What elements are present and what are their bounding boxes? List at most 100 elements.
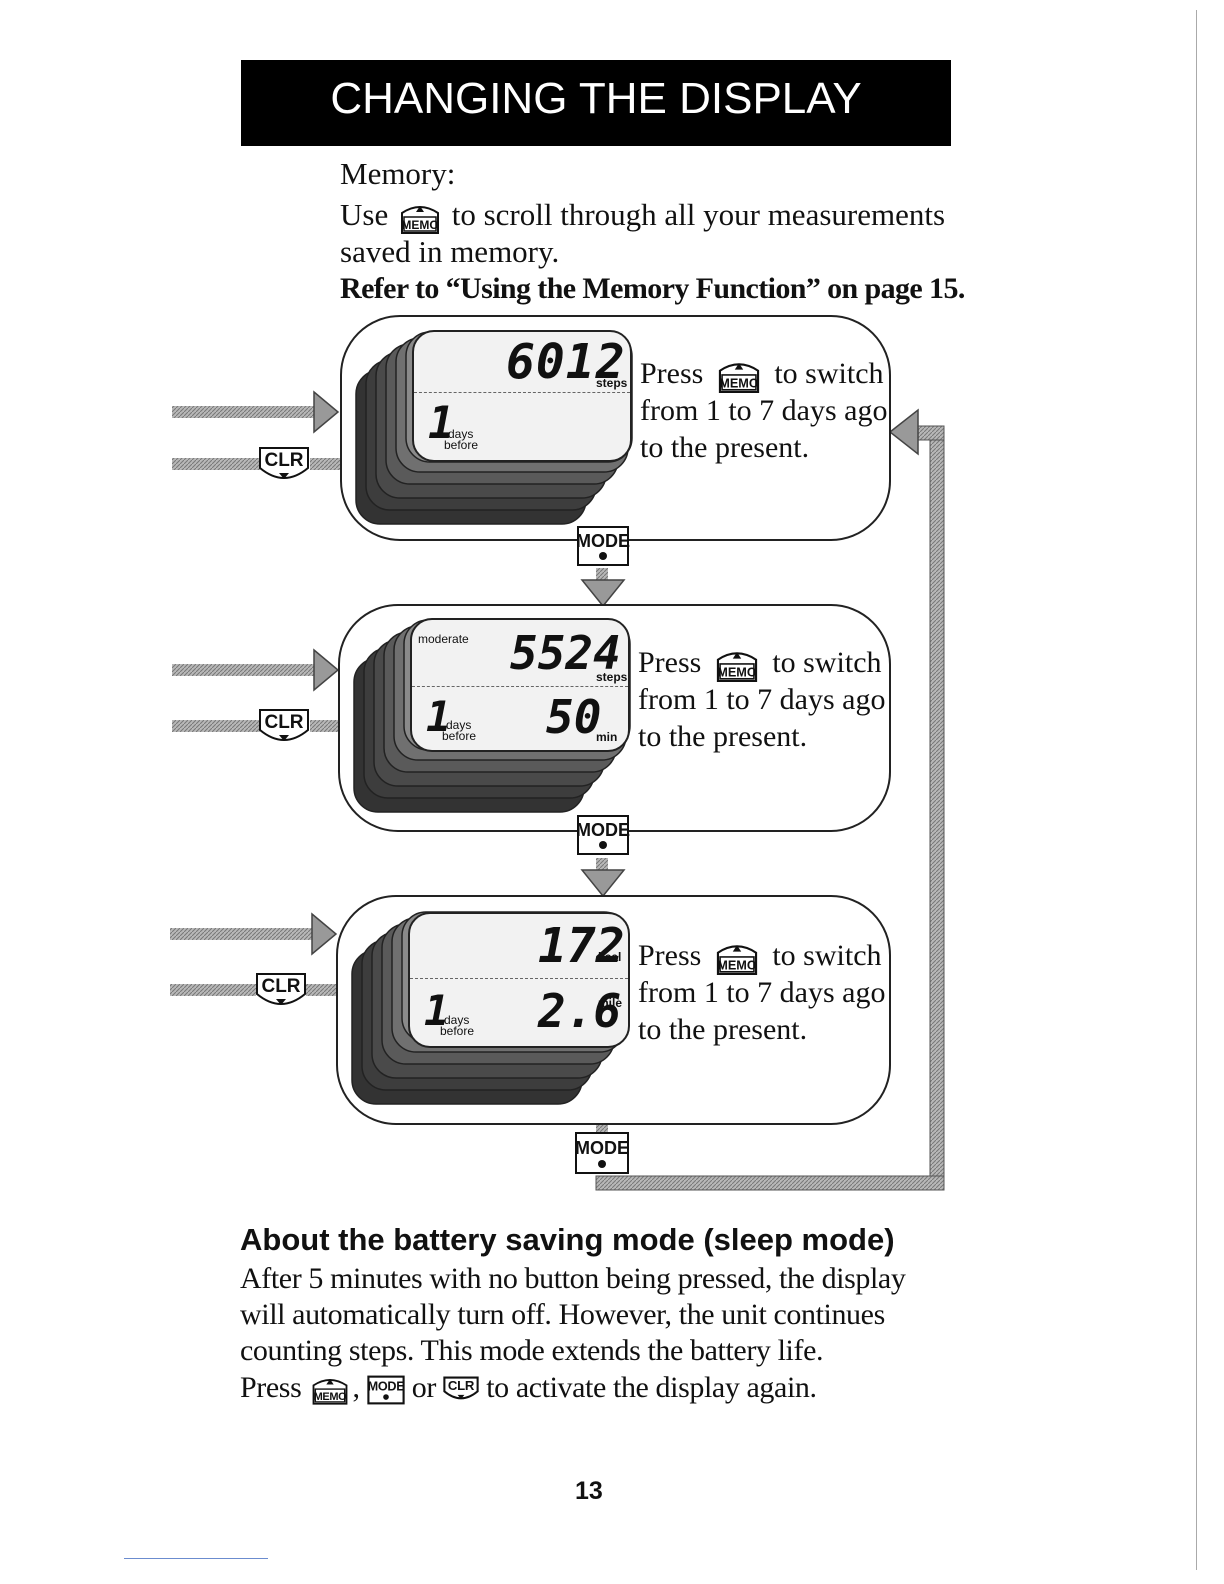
clr-button-icon: CLR [255, 972, 307, 1012]
instruction-press-text: Press [638, 646, 702, 679]
lcd-divider-2 [412, 686, 628, 687]
memo-button-icon: MEMO [716, 652, 757, 683]
lcd-divider-1 [414, 392, 630, 393]
return-arrowhead [888, 408, 919, 456]
intro-scroll-text: to scroll through all your measurements [451, 197, 946, 232]
mode-button-icon: MODE [576, 814, 630, 856]
intro-line-2: saved in memory. [340, 234, 560, 269]
instruction-switch-text: to switch [774, 357, 884, 390]
intro-use-text: Use [340, 197, 389, 232]
battery-press-text: Press [240, 1371, 302, 1404]
clr-line-3 [170, 984, 256, 996]
down-arrowhead-1 [580, 579, 626, 608]
battery-activate-text: to activate the display again. [486, 1371, 817, 1404]
lcd-aerobic-steps-unit: steps [596, 670, 628, 684]
svg-text:MEMO: MEMO [717, 666, 757, 680]
left-arrowhead-2 [313, 648, 340, 692]
lcd-day-value: 1 [426, 692, 452, 741]
lcd-minutes-value: 50 [546, 690, 602, 744]
panel-1-instruction-line-1: Press MEMO to switch [640, 355, 884, 394]
panel-3-instruction-line-3: to the present. [638, 1013, 808, 1046]
lcd-days-label: days [446, 718, 472, 732]
clr-line-3b [306, 984, 336, 996]
panel-1-instruction-line-3: to the present. [640, 431, 810, 464]
svg-text:MEMO: MEMO [401, 218, 438, 232]
clr-line-1 [172, 458, 260, 470]
memo-button-icon: MEMO [313, 1379, 348, 1405]
battery-line-2: will automatically turn off. However, th… [240, 1298, 885, 1331]
panel-2-instruction-line-2: from 1 to 7 days ago [638, 683, 886, 716]
left-arrowhead-3 [311, 912, 338, 956]
lcd-screen-1: 6012 steps 1 days before [412, 330, 632, 462]
memo-button-icon: MEMO [400, 205, 439, 234]
svg-text:CLR: CLR [448, 1378, 475, 1393]
page-edge-line [1196, 10, 1197, 1570]
panel-3-instruction-line-2: from 1 to 7 days ago [638, 976, 886, 1009]
instruction-switch-text: to switch [772, 939, 882, 972]
battery-line-4: Press MEMO , MODE or CLR to activate the… [240, 1370, 817, 1406]
clr-button-icon: CLR [443, 1376, 479, 1400]
battery-or-text: or [411, 1371, 437, 1404]
instruction-press-text: Press [640, 357, 704, 390]
clr-line-1b [310, 458, 340, 470]
battery-line-1: After 5 minutes with no button being pre… [240, 1262, 906, 1295]
bottom-margin-line [124, 1558, 268, 1559]
lcd-distance-unit: mile [598, 996, 623, 1010]
clr-button-icon: CLR [258, 446, 310, 486]
svg-text:MODE: MODE [576, 531, 630, 551]
svg-text:CLR: CLR [264, 712, 303, 733]
lcd-calories-value: 172 [538, 918, 625, 974]
lcd-minutes-unit: min [596, 730, 618, 744]
lcd-aerobic-steps-value: 5524 [510, 626, 621, 680]
svg-text:CLR: CLR [264, 450, 303, 471]
memo-button-icon: MEMO [716, 945, 757, 976]
instruction-switch-text: to switch [772, 646, 882, 679]
svg-text:CLR: CLR [261, 976, 300, 997]
panel-2-instruction-line-1: Press MEMO to switch [638, 644, 882, 683]
mode-button-icon: MODE [574, 1131, 630, 1175]
svg-text:MODE: MODE [576, 820, 630, 840]
svg-text:MEMO: MEMO [717, 959, 757, 973]
lcd-screen-3: 172 kcal 1 days before 2.6 mile [408, 912, 630, 1048]
lcd-days-label: days [444, 1013, 470, 1027]
lcd-steps-unit: steps [596, 376, 628, 390]
panel-2-instruction-line-3: to the present. [638, 720, 808, 753]
lcd-distance-value: 2.6 [538, 984, 622, 1038]
lcd-moderate-label: moderate [418, 632, 469, 646]
lcd-before-label: before [444, 438, 479, 452]
left-arrow-1-line [172, 406, 316, 418]
svg-text:MEMO: MEMO [719, 377, 759, 391]
clr-button-icon: CLR [258, 708, 310, 748]
battery-line-3: counting steps. This mode extends the ba… [240, 1334, 824, 1367]
memo-button-icon: MEMO [718, 363, 759, 394]
down-line-1b [596, 568, 608, 582]
down-line-2b [596, 858, 608, 872]
clr-line-2b [310, 720, 340, 732]
left-arrow-2-line [172, 664, 316, 676]
lcd-days-label: days [448, 427, 474, 441]
return-line-horizontal [595, 1175, 945, 1191]
lcd-calories-unit: kcal [598, 950, 622, 964]
page-reference: Refer to “Using the Memory Function” on … [340, 272, 965, 305]
left-arrowhead-1 [313, 390, 340, 434]
intro-line-1: Use MEMO to scroll through all your meas… [340, 197, 945, 235]
down-arrowhead-2 [580, 869, 626, 898]
svg-text:MODE: MODE [575, 1138, 629, 1158]
svg-text:MEMO: MEMO [314, 1391, 348, 1403]
title-bar: CHANGING THE DISPLAY [241, 60, 951, 146]
battery-comma: , [352, 1371, 360, 1404]
lcd-before-label: before [440, 1024, 475, 1038]
lcd-day-value: 1 [428, 398, 455, 449]
lcd-before-label: before [442, 729, 477, 743]
lcd-steps-value: 6012 [506, 334, 626, 390]
page-number: 13 [575, 1477, 603, 1505]
left-arrow-3-line [170, 928, 314, 940]
svg-text:MODE: MODE [367, 1380, 404, 1394]
mode-button-icon: MODE [367, 1375, 404, 1405]
mode-button-icon: MODE [576, 525, 630, 567]
lcd-divider-3 [410, 978, 628, 979]
panel-3-instruction-line-1: Press MEMO to switch [638, 937, 882, 976]
return-line-vertical [929, 425, 945, 1191]
panel-1-instruction-line-2: from 1 to 7 days ago [640, 394, 888, 427]
battery-section-heading: About the battery saving mode (sleep mod… [240, 1222, 895, 1257]
